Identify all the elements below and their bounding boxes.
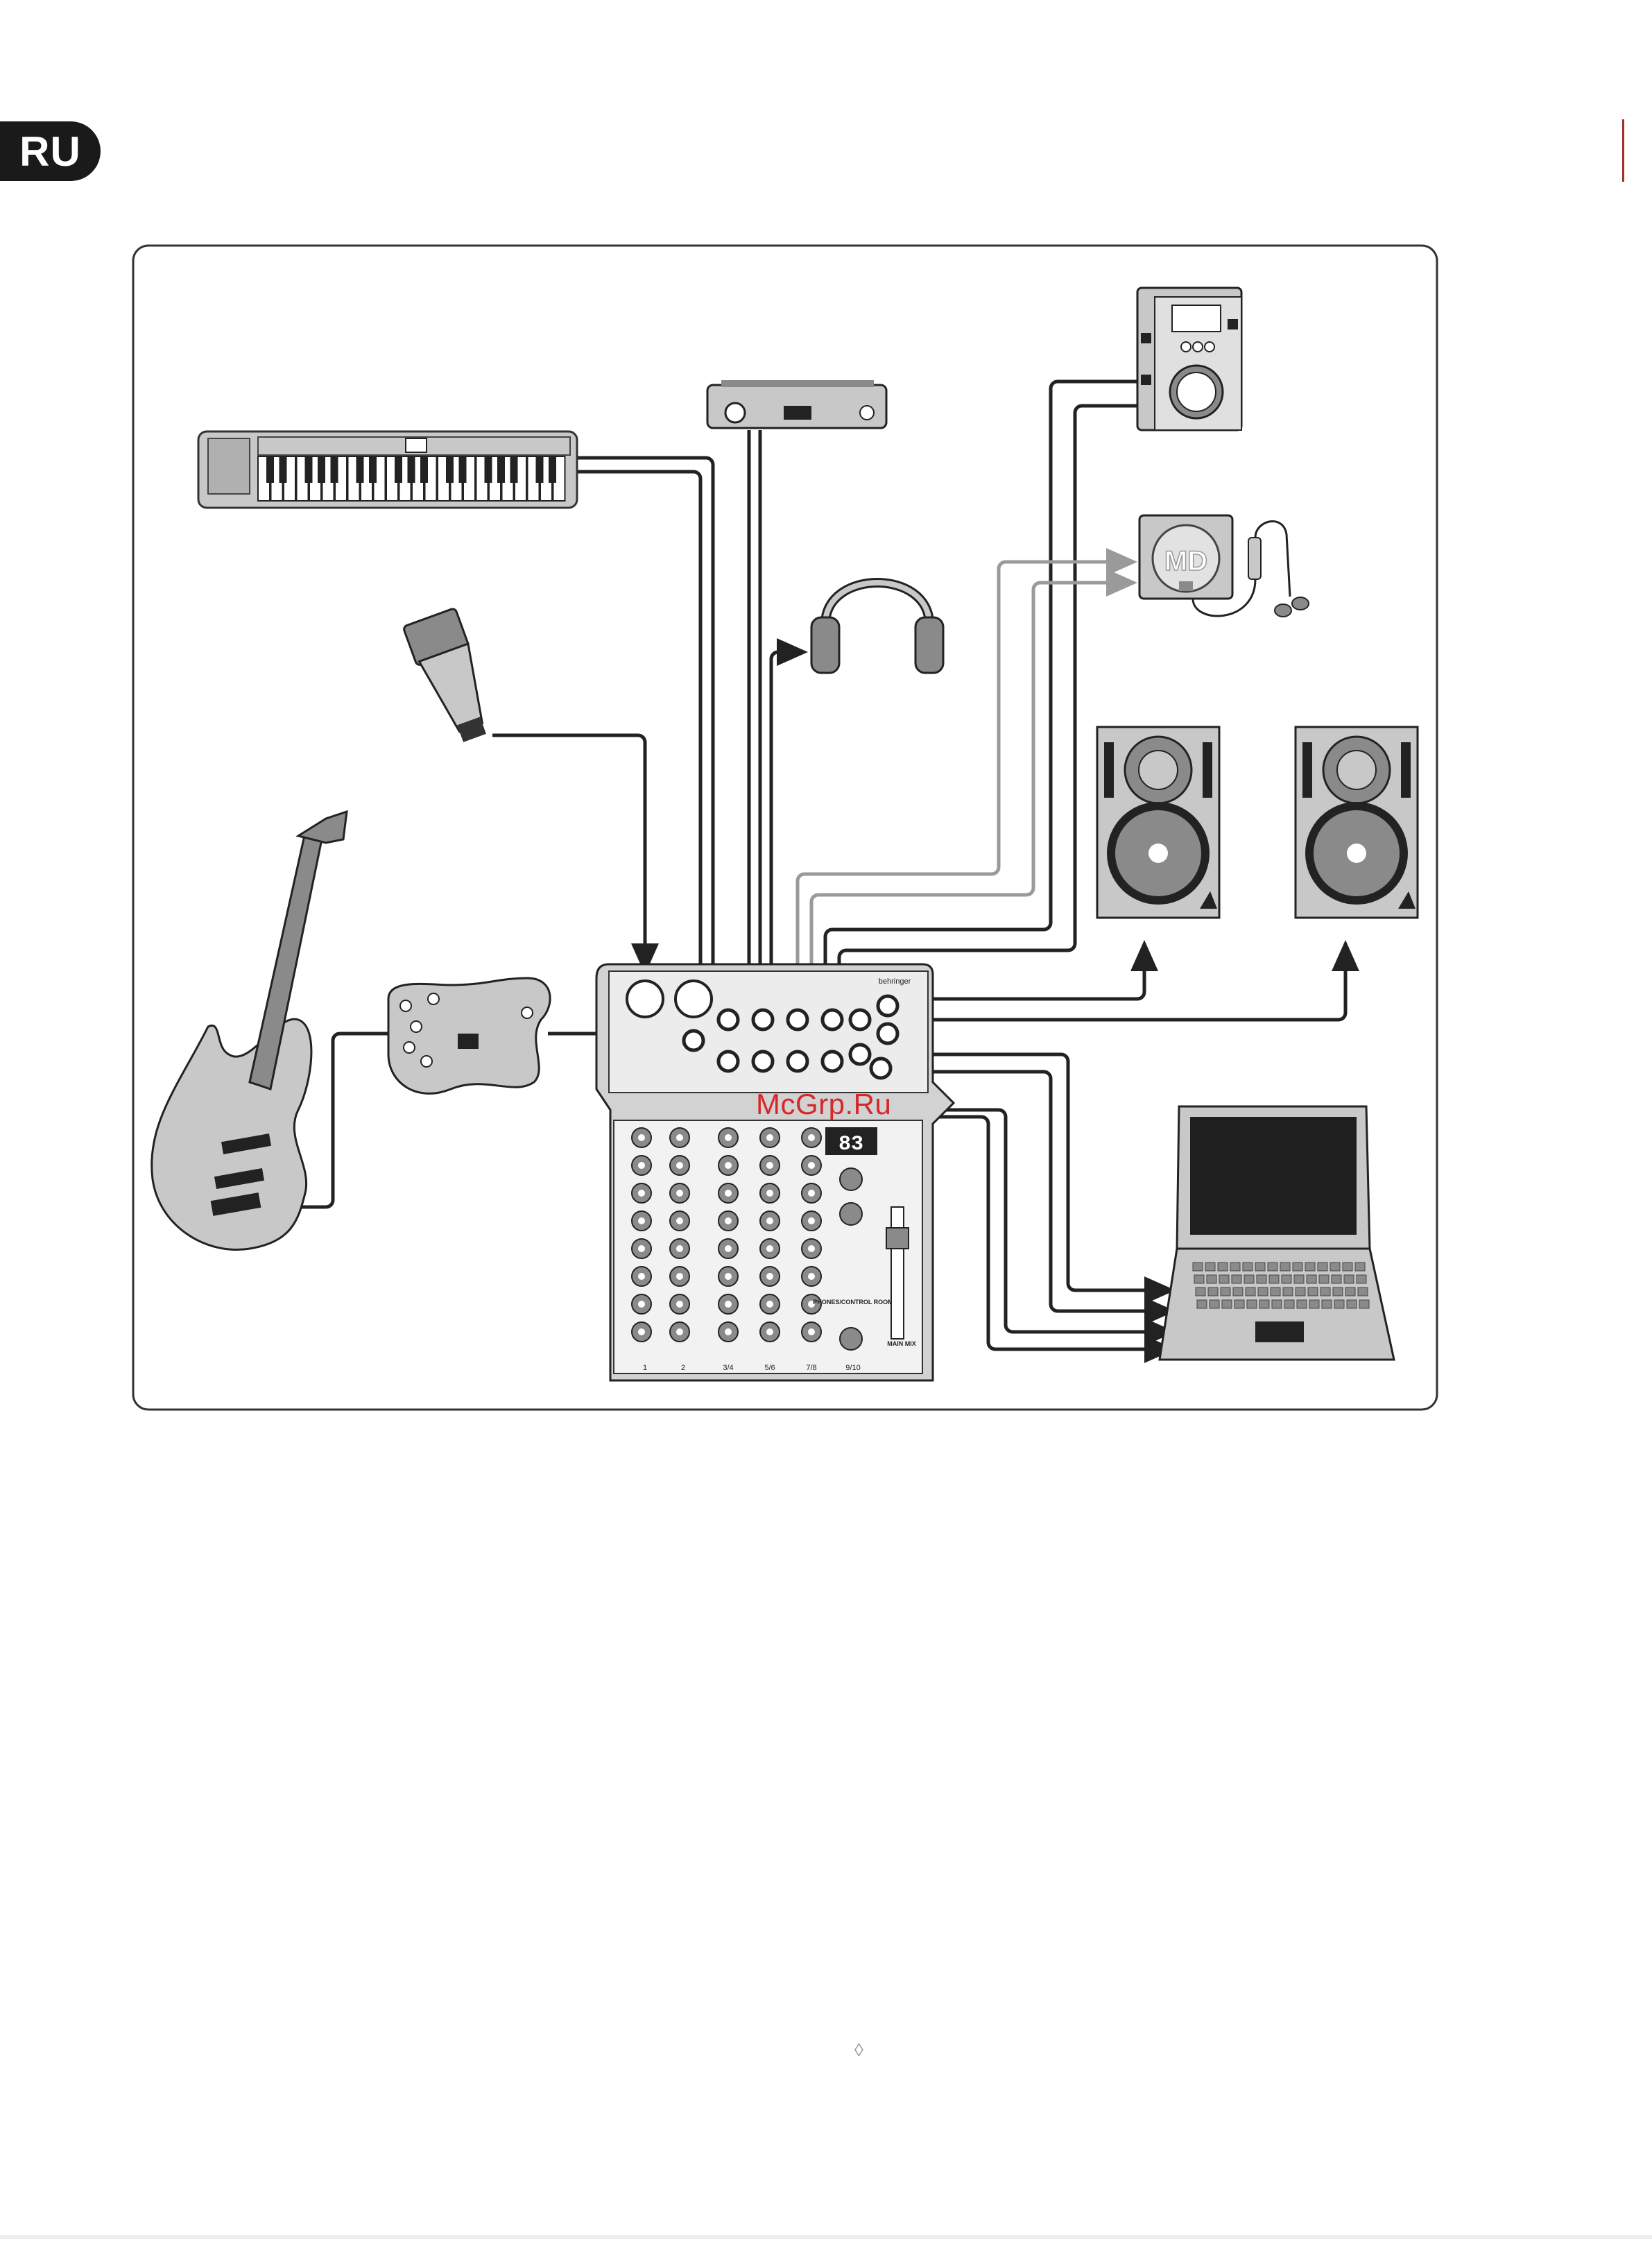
mixer-channel-label: 3/4 — [723, 1364, 733, 1372]
monitor-speaker-icon — [1296, 727, 1418, 918]
mixer-icon: 83 behringer PHONES/CONTROL ROOM MAIN MI… — [596, 964, 954, 1380]
mixer-channel-label: 2 — [681, 1364, 685, 1372]
cable-cd-1 — [808, 382, 1172, 1061]
guitar-icon — [152, 812, 347, 1250]
cable-speaker-right — [915, 943, 1345, 1020]
pedal-icon — [388, 978, 550, 1093]
mixer-channel-label: 9/10 — [845, 1364, 860, 1372]
keyboard-icon — [198, 431, 577, 508]
watermark: McGrp.Ru — [756, 1088, 891, 1121]
monitor-speaker-icon — [1097, 727, 1219, 918]
power-supply-icon — [707, 380, 886, 428]
laptop-icon — [1160, 1106, 1394, 1360]
cd-player-icon — [1137, 288, 1241, 430]
footer-rule — [0, 2235, 1652, 2239]
headphones-icon — [811, 583, 943, 673]
mixer-channel-label: 7/8 — [806, 1364, 816, 1372]
cable-keyboard — [576, 458, 728, 1041]
cable-md-2 — [811, 583, 1134, 999]
minidisc-player-icon: MD — [1139, 515, 1309, 617]
mixer-channel-label: 1 — [643, 1364, 647, 1372]
cable-md-1 — [798, 562, 1134, 999]
mixer-section-main: MAIN MIX — [887, 1340, 916, 1347]
mixer-brand: behringer — [879, 977, 911, 986]
microphone-icon — [403, 608, 499, 748]
cable-headphones — [771, 652, 805, 999]
mixer-display: 83 — [838, 1133, 863, 1156]
minidisc-label: MD — [1164, 546, 1207, 576]
page-glyph: ◊ — [854, 2039, 863, 2061]
mixer-section-phones: PHONES/CONTROL ROOM — [813, 1299, 893, 1306]
mixer-channel-label: 5/6 — [764, 1364, 775, 1372]
cable-microphone — [492, 735, 645, 971]
